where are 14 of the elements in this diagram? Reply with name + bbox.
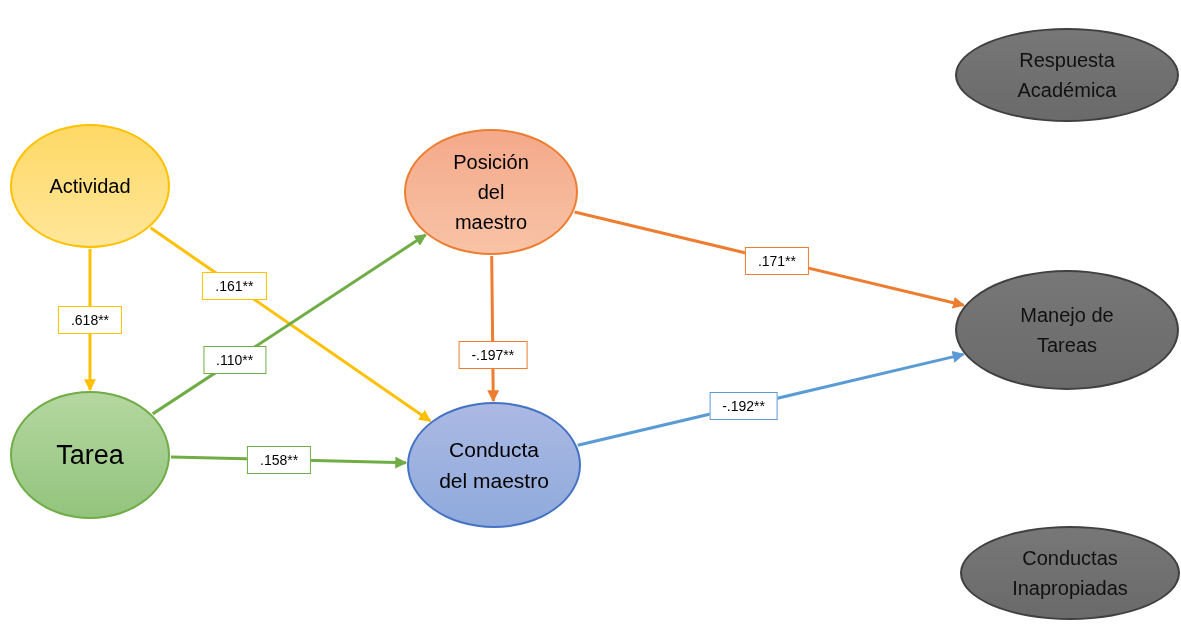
node-label: Tarea (56, 438, 124, 472)
node-label: Respuesta Académica (1016, 48, 1118, 103)
edge-label: -.197** (458, 340, 528, 369)
node-label: Conducta del maestro (439, 436, 549, 494)
edge-label: .171** (744, 246, 810, 275)
edge-label: .110** (203, 346, 267, 375)
edge-label: .161** (202, 271, 267, 300)
node-label: Conductas Inapropiadas (1011, 546, 1129, 601)
edge-label: .618** (57, 305, 123, 334)
node-label: Manejo de Tareas (1019, 303, 1115, 358)
node-label: Posición del maestro (452, 150, 530, 235)
edge-label: -.192** (709, 392, 778, 421)
edge-label: .158** (247, 445, 312, 474)
node-label: Actividad (49, 174, 131, 199)
